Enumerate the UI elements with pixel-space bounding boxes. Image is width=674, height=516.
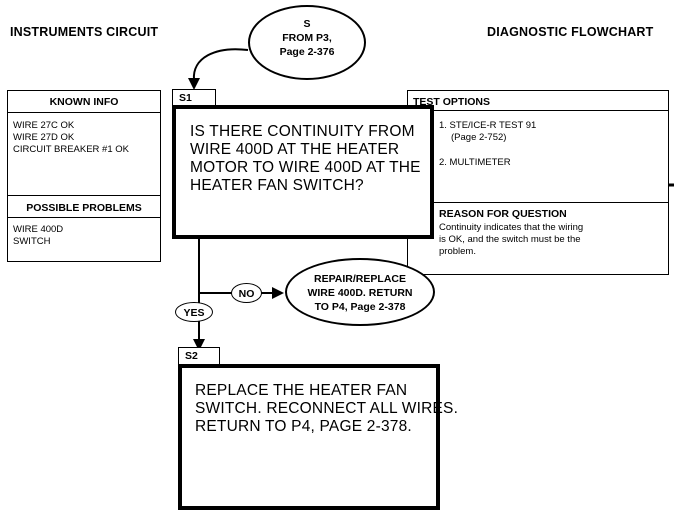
step2-action-line: RETURN TO P4, PAGE 2-378. [195,418,412,435]
known-info-panel [7,90,161,262]
no-arrowhead [272,287,284,299]
known-info-item: CIRCUIT BREAKER #1 OK [13,144,129,155]
step2-action-line: REPLACE THE HEATER FAN [195,382,408,399]
possible-problem-item: WIRE 400D [13,224,64,235]
reason-line: problem. [439,246,476,257]
flowchart-title: DIAGNOSTIC FLOWCHART [487,25,654,39]
circuit-title: INSTRUMENTS CIRCUIT [10,25,159,39]
test-option-2: 2. MULTIMETER [439,157,511,168]
step1-question-line: IS THERE CONTINUITY FROM [190,123,415,140]
known-info-item: WIRE 27D OK [13,132,75,143]
step1-tag: S1 [172,89,216,107]
step1-question-line: MOTOR TO WIRE 400D AT THE [190,159,421,176]
repair-line: WIRE 400D. RETURN [307,287,413,299]
entry-connector [192,48,249,81]
step1-tag-label: S1 [179,92,192,104]
test-option-1-page: (Page 2-752) [451,132,507,143]
no-branch-label: NO [231,283,262,303]
yes-branch-label: YES [175,302,213,322]
possible-problems-list: WIRE 400D SWITCH [13,224,63,248]
step2-action-line: SWITCH. RECONNECT ALL WIRES. [195,400,459,417]
test-options-panel [407,90,669,275]
step1-question-line: WIRE 400D AT THE HEATER [190,141,400,158]
entry-arrowhead [188,78,200,90]
no-label-text: NO [238,288,255,300]
step1-question-box: IS THERE CONTINUITY FROM WIRE 400D AT TH… [172,105,434,239]
test-option-1-name: 1. STE/ICE-R TEST 91 [439,120,537,131]
step1-question: IS THERE CONTINUITY FROM WIRE 400D AT TH… [176,109,430,195]
entry-line: Page 2-376 [279,46,335,58]
step2-tag-label: S2 [185,350,198,362]
entry-line: FROM P3, [282,32,332,44]
entry-oval: S FROM P3, Page 2-376 [248,5,366,80]
entry-line: S [303,18,311,30]
step2-tag: S2 [178,347,220,365]
step1-question-line: HEATER FAN SWITCH? [190,177,364,194]
reason-line: is OK, and the switch must be the [439,234,581,245]
known-info-title: KNOWN INFO [49,96,119,108]
known-info-divider [7,112,161,113]
repair-line: TO P4, Page 2-378 [314,301,406,313]
yes-arrowhead [193,339,205,351]
reason-divider [407,202,669,203]
test-options-divider [407,110,669,111]
test-option-1: 1. STE/ICE-R TEST 91 (Page 2-752) [439,120,536,144]
reason-text: Continuity indicates that the wiring is … [439,222,583,258]
repair-line: REPAIR/REPLACE [314,273,406,285]
reason-line: Continuity indicates that the wiring [439,222,584,233]
possible-problem-item: SWITCH [13,236,51,247]
step2-action-box: REPLACE THE HEATER FAN SWITCH. RECONNECT… [178,364,459,510]
possible-problems-title: POSSIBLE PROBLEMS [26,202,142,214]
possible-problems-divider [7,217,161,218]
repair-oval: REPAIR/REPLACE WIRE 400D. RETURN TO P4, … [285,258,435,326]
reason-title: REASON FOR QUESTION [439,208,567,220]
step2-action: REPLACE THE HEATER FAN SWITCH. RECONNECT… [182,368,459,436]
possible-problems-divider-top [7,195,161,196]
known-info-item: WIRE 27C OK [13,120,75,131]
known-info-list: WIRE 27C OK WIRE 27D OK CIRCUIT BREAKER … [13,120,129,156]
yes-label-text: YES [183,307,205,319]
